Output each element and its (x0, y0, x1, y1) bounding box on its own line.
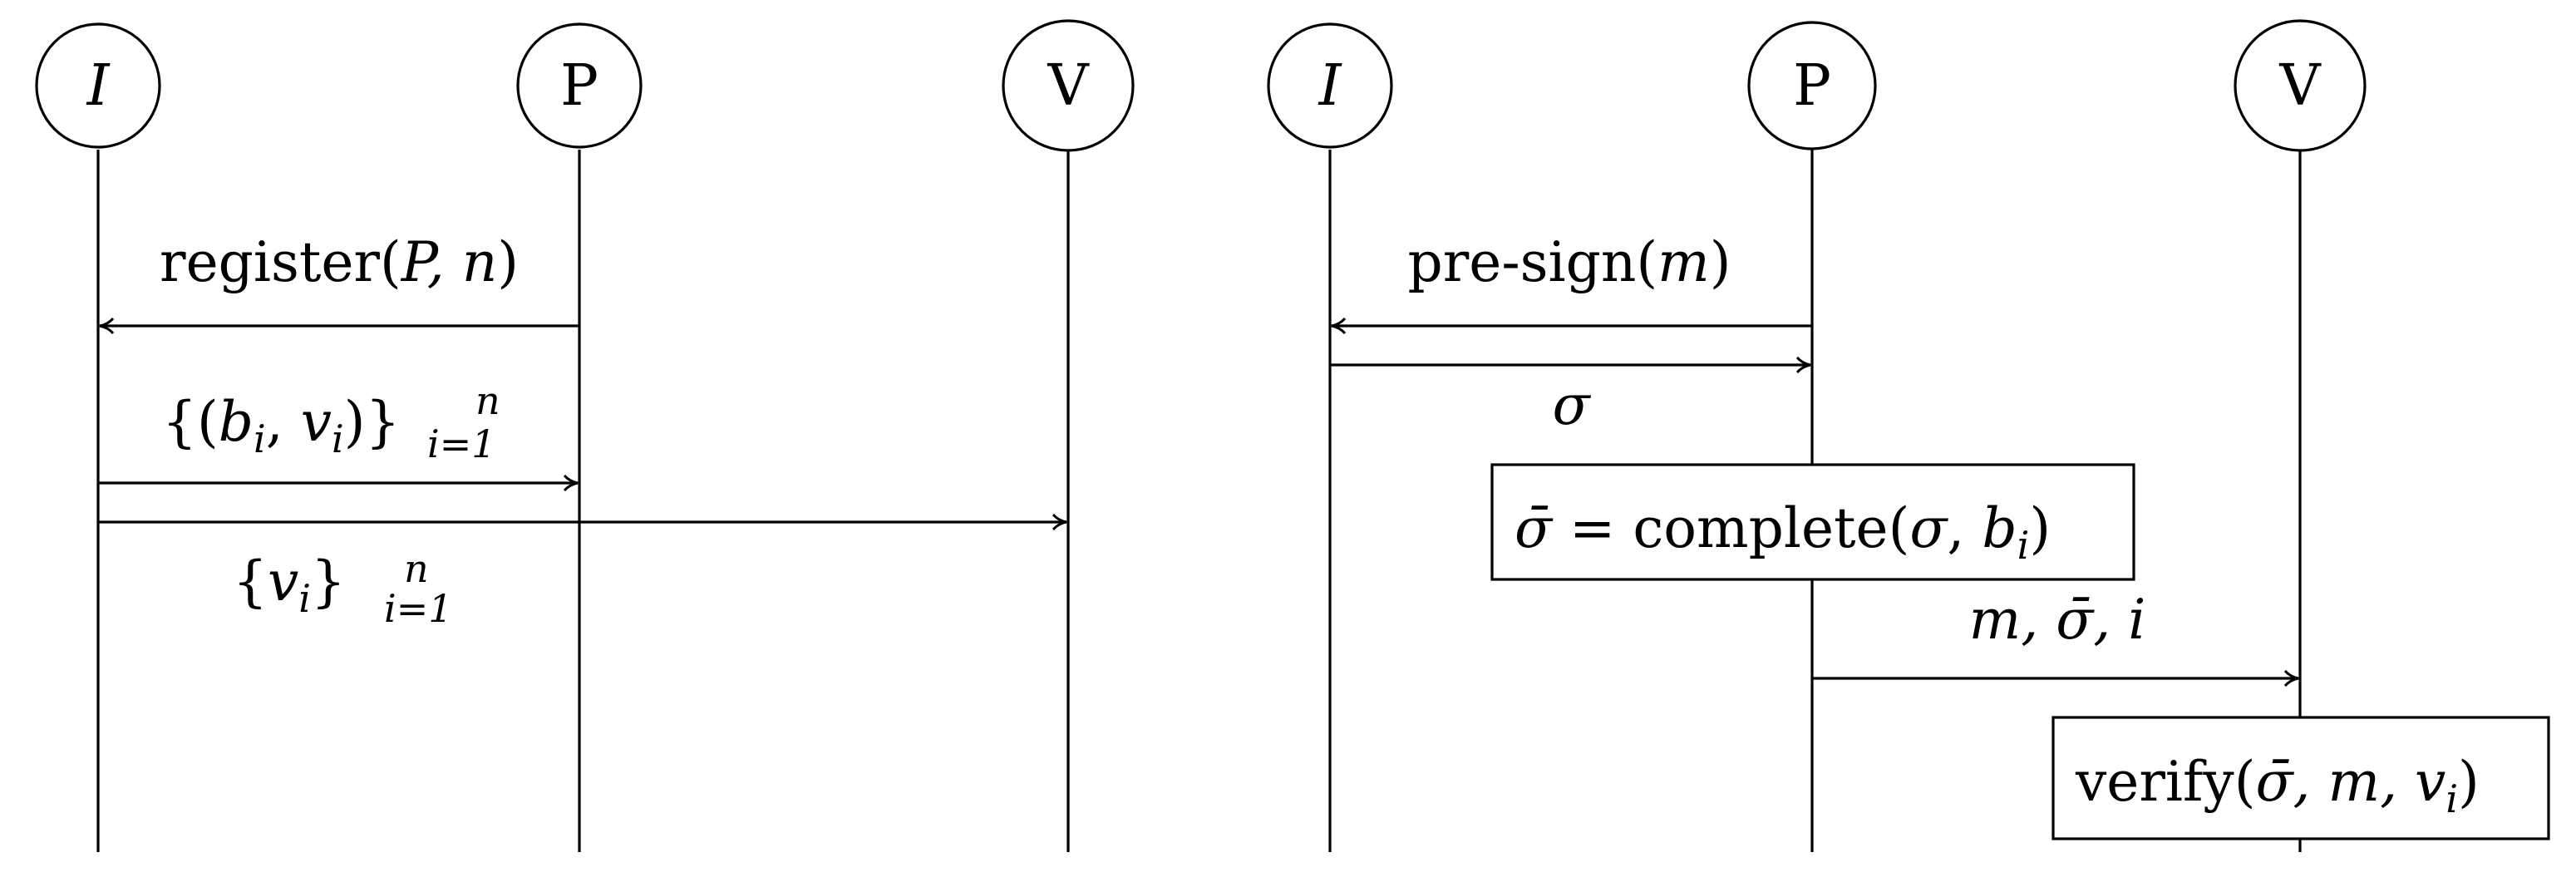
actor-label: P (1793, 53, 1831, 119)
actor-label: I (1318, 53, 1342, 119)
message-sub-public-keys: i=1 (384, 586, 453, 631)
message-label-key-pairs: {(bi, vi)} (162, 390, 400, 461)
message-public-keys: {vi} n i=1 (98, 513, 1067, 631)
complete-box: σ̄ = complete(σ, bi) (1490, 463, 2135, 581)
actor-label: V (2278, 53, 2322, 119)
message-sup-key-pairs: n (475, 378, 500, 423)
message-label-signature: m, σ̄, i (1969, 588, 2146, 652)
actor-P-right: P (1747, 21, 1877, 150)
actor-label: V (1047, 53, 1090, 119)
verify-box: verify(σ̄, m, vi) (2051, 716, 2550, 840)
actor-label: I (86, 53, 111, 119)
actor-V-right: V (2234, 19, 2367, 152)
message-signature: m, σ̄, i (1812, 588, 2299, 687)
message-key-pairs: {(bi, vi)} n i=1 (98, 378, 579, 492)
complete-box-label: σ̄ = complete(σ, bi) (1515, 496, 2051, 568)
message-label-register: register(P, n) (160, 230, 519, 294)
verify-box-label: verify(σ̄, m, vi) (2075, 750, 2480, 821)
message-pre-sign: pre-sign(m) (1331, 230, 1812, 335)
right-diagram: I P V pre-sign(m) σ σ̄ = complete(σ, bi) (1267, 19, 2550, 852)
message-label-pre-sign: pre-sign(m) (1408, 230, 1731, 294)
actor-V-left: V (1002, 19, 1135, 152)
message-label-sigma: σ (1552, 373, 1591, 437)
message-sup-public-keys: n (404, 546, 429, 591)
message-register: register(P, n) (99, 230, 579, 335)
actor-label: P (560, 53, 598, 119)
left-diagram: I P V register(P, n) {(bi, vi)} n i=1 {v… (35, 19, 1135, 852)
message-sigma: σ (1330, 356, 1811, 437)
message-label-public-keys: {vi} (233, 549, 346, 621)
actor-I-right: I (1267, 22, 1393, 149)
message-sub-key-pairs: i=1 (427, 421, 496, 466)
actor-I-left: I (35, 22, 161, 149)
actor-P-left: P (516, 22, 643, 149)
